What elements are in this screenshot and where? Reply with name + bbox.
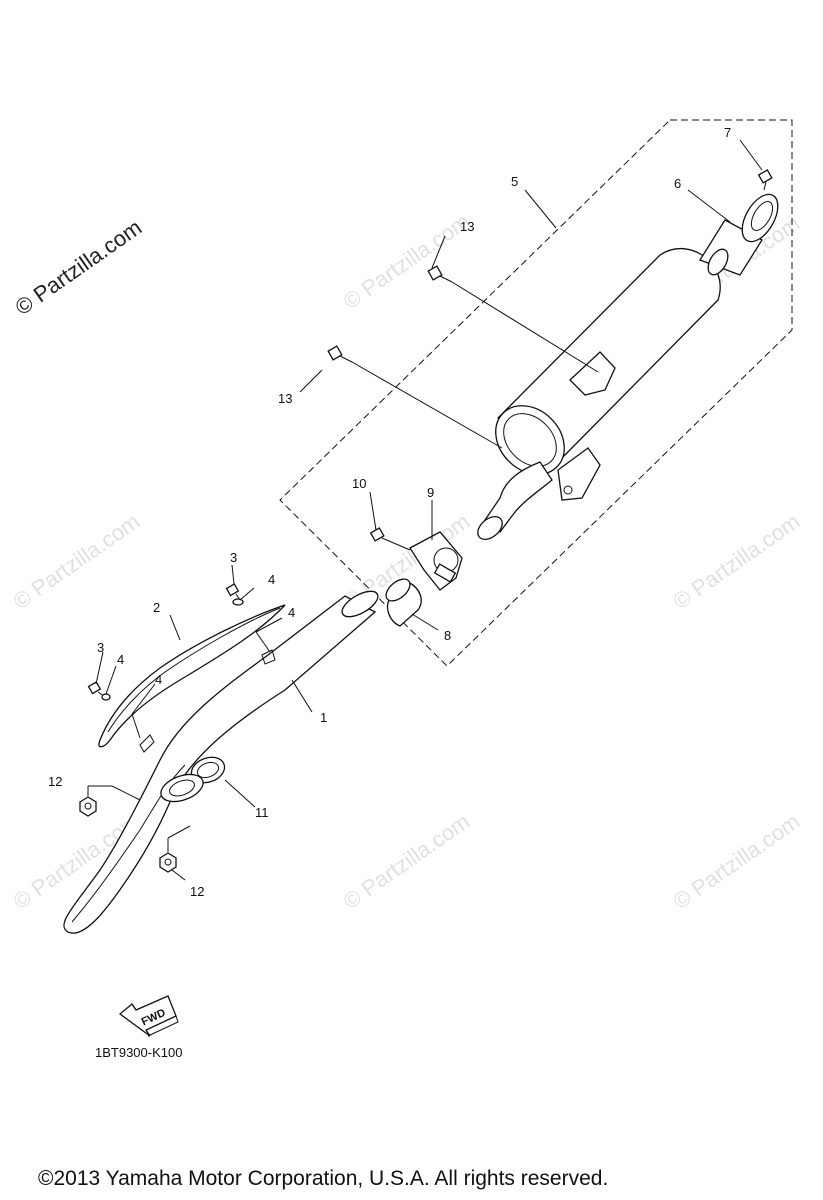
bolt-part-7 bbox=[757, 169, 773, 191]
bolt-part-13-upper bbox=[427, 265, 453, 283]
callout-4: 4 bbox=[288, 605, 295, 620]
callout-4: 4 bbox=[155, 672, 162, 687]
callout-9: 9 bbox=[427, 485, 434, 500]
copyright-notice: ©2013 Yamaha Motor Corporation, U.S.A. A… bbox=[38, 1167, 608, 1190]
joint-part-8 bbox=[385, 578, 422, 627]
diagram-code: 1BT9300-K100 bbox=[95, 1045, 182, 1060]
bolt-part-10 bbox=[369, 527, 411, 551]
watermark-text: © Partzilla.com bbox=[669, 509, 805, 615]
callout-6: 6 bbox=[674, 176, 681, 191]
bolt-part-3-right bbox=[225, 583, 241, 601]
muffler-part-5 bbox=[477, 248, 721, 540]
watermark-main: © Partzilla.com bbox=[11, 215, 147, 321]
heat-protector-part-2 bbox=[98, 604, 286, 748]
watermark-text: © Partzilla.com bbox=[339, 809, 475, 915]
bolt-part-3-left bbox=[87, 681, 105, 697]
nut-part-12-lower bbox=[159, 852, 177, 873]
callout-12: 12 bbox=[190, 884, 204, 899]
callout-2: 2 bbox=[153, 600, 160, 615]
callout-13: 13 bbox=[278, 391, 292, 406]
callout-8: 8 bbox=[444, 628, 451, 643]
callout-3: 3 bbox=[230, 550, 237, 565]
callout-11: 11 bbox=[255, 805, 269, 820]
callout-7: 7 bbox=[724, 125, 731, 140]
watermark-text: © Partzilla.com bbox=[339, 209, 475, 315]
pipe-flange bbox=[160, 773, 204, 803]
callout-10: 10 bbox=[352, 476, 366, 491]
leader-lines bbox=[87, 139, 763, 881]
callout-5: 5 bbox=[511, 174, 518, 189]
callout-labels: 1 2 3 3 4 4 4 4 5 6 7 8 9 10 11 12 12 13… bbox=[48, 125, 731, 899]
bolt-part-13-lower bbox=[327, 345, 353, 363]
callout-4: 4 bbox=[117, 652, 124, 667]
clamp-part-9 bbox=[409, 531, 463, 591]
washer-part-4-right bbox=[232, 598, 244, 606]
callout-1: 1 bbox=[320, 710, 327, 725]
callout-12: 12 bbox=[48, 774, 62, 789]
callout-3: 3 bbox=[97, 640, 104, 655]
muffler-assembly-outline bbox=[279, 119, 793, 667]
watermark-text: © Partzilla.com bbox=[669, 809, 805, 915]
watermark-text: © Partzilla.com bbox=[9, 509, 145, 615]
nut-part-12-upper bbox=[79, 796, 97, 817]
fwd-arrow: FWD bbox=[118, 995, 179, 1037]
washer-part-4-left bbox=[101, 693, 111, 701]
callout-13: 13 bbox=[460, 219, 474, 234]
tailpipe-part-6 bbox=[699, 193, 779, 276]
callout-4: 4 bbox=[268, 572, 275, 587]
